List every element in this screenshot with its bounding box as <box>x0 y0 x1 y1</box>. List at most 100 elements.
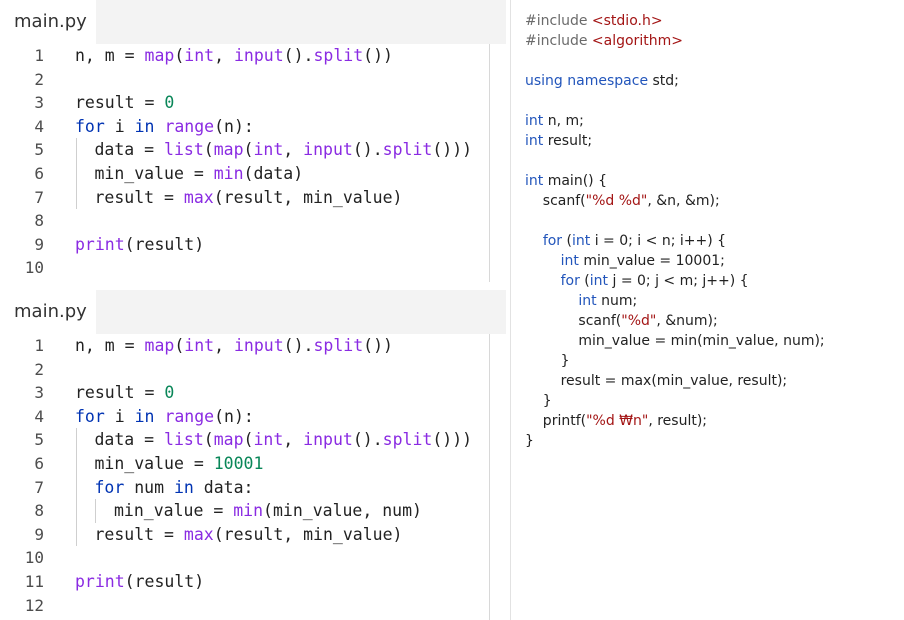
code-token: ()) <box>363 46 393 65</box>
code-token: int <box>184 336 215 355</box>
code-line: 10 <box>0 546 490 570</box>
line-number: 1 <box>34 336 44 355</box>
indent-guide <box>76 522 77 547</box>
code-line: 2 <box>0 358 490 382</box>
code-line: 2 <box>0 68 490 92</box>
code-text: data = list(map(int, input().split())) <box>95 138 473 162</box>
code-token: int <box>525 133 544 149</box>
code-token: (result) <box>124 234 205 254</box>
c-code-line: scanf("%d", &num); <box>525 311 717 331</box>
code-text: min_value = 10001 <box>95 452 264 476</box>
line-number: 4 <box>34 406 44 426</box>
code-token: using <box>525 73 563 89</box>
code-token: data: <box>193 477 254 497</box>
code-token: split <box>313 46 364 65</box>
code-token: ())) <box>432 430 473 450</box>
line-number: 8 <box>34 211 44 231</box>
line-number: 9 <box>34 234 44 254</box>
indent-guide <box>95 499 96 523</box>
code-token: print <box>75 571 125 591</box>
code-token: ( <box>174 336 185 355</box>
c-code-panel[interactable]: #include <stdio.h>#include <algorithm>us… <box>510 0 904 620</box>
code-token <box>525 233 543 249</box>
code-text: for num in data: <box>95 476 254 500</box>
code-line: 5 data = list(map(int, input().split())) <box>0 428 490 452</box>
code-token: #include <box>525 33 592 49</box>
code-line: 5 data = list(map(int, input().split())) <box>0 138 490 162</box>
code-token: n, m; <box>543 113 584 129</box>
code-token: int <box>184 46 215 65</box>
code-token: (). <box>283 336 314 355</box>
code-line: 4 for i in range(n): <box>0 405 490 429</box>
indent-guide <box>76 428 77 452</box>
line-number: 5 <box>34 140 44 160</box>
code-token: ( <box>174 46 185 65</box>
code-text: data = list(map(int, input().split())) <box>95 428 473 452</box>
code-token: int <box>589 273 609 289</box>
code-token: in <box>134 406 155 426</box>
code-text: min_value = min(min_value, num) <box>114 499 422 523</box>
code-token: list <box>164 430 204 450</box>
code-token: int <box>253 140 284 160</box>
code-token: } <box>525 353 570 369</box>
code-token: input <box>303 140 353 160</box>
c-code-line: int n, m; <box>525 111 584 131</box>
tab-main-py[interactable]: main.py <box>0 290 96 334</box>
code-token: min_value = <box>114 501 234 521</box>
code-token: for <box>75 116 105 136</box>
code-token: min_value = min(min_value, num); <box>525 333 825 349</box>
c-code-line: int min_value = 10001; <box>525 251 725 271</box>
code-token: , <box>214 46 234 65</box>
code-line: 9 print(result) <box>0 233 490 257</box>
tab-main-py[interactable]: main.py <box>0 0 96 44</box>
code-token: (result) <box>124 571 205 591</box>
code-text: n, m = map(int, input().split()) <box>75 334 393 358</box>
line-number: 7 <box>34 187 44 207</box>
code-token: int <box>571 233 591 249</box>
line-number: 1 <box>34 46 44 65</box>
code-token <box>525 273 561 289</box>
c-code-line: } <box>525 391 552 411</box>
code-token: scanf( <box>525 193 586 209</box>
code-token: int <box>560 253 579 269</box>
code-token: print <box>75 234 125 254</box>
code-token: list <box>164 140 204 160</box>
code-token: result = <box>94 187 184 207</box>
code-token: "%d %d" <box>585 193 648 209</box>
code-token: scanf( <box>525 313 622 329</box>
code-text: for i in range(n): <box>75 405 254 429</box>
code-token: ())) <box>432 140 473 160</box>
line-number: 2 <box>34 359 44 379</box>
code-token: <stdio.h> <box>591 13 663 29</box>
code-line: 12 <box>0 594 490 618</box>
code-token: in <box>173 477 194 497</box>
code-text: result = 0 <box>75 381 174 405</box>
code-text: n, m = map(int, input().split()) <box>75 44 393 68</box>
code-token: result = <box>94 524 184 544</box>
code-token: min_value = <box>94 453 214 473</box>
code-token <box>155 407 165 426</box>
code-token: input <box>303 430 353 450</box>
code-token: std; <box>648 73 679 89</box>
code-token: , <box>283 140 304 160</box>
line-number: 2 <box>34 69 44 89</box>
code-token: (data) <box>243 163 304 183</box>
code-token: input <box>233 336 284 355</box>
code-token: <algorithm> <box>591 33 683 49</box>
code-token: map <box>213 430 244 450</box>
c-code-line: using namespace std; <box>525 71 679 91</box>
code-token: min <box>213 163 244 183</box>
code-token: num; <box>596 293 638 309</box>
line-number: 5 <box>34 430 44 450</box>
c-code-line: result = max(min_value, result); <box>525 371 788 391</box>
